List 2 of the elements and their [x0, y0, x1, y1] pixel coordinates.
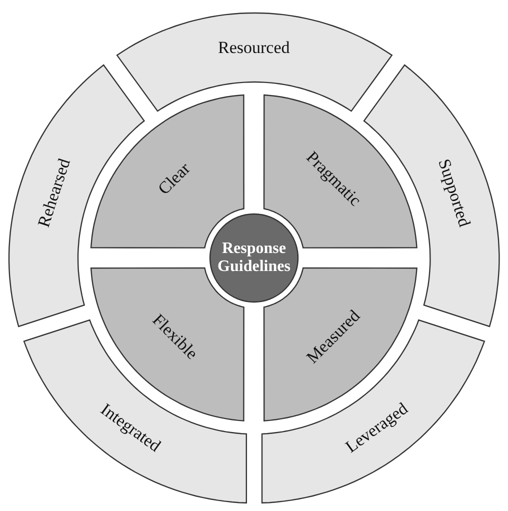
- segment-label: Resourced: [218, 38, 290, 58]
- center-title: Response Guidelines: [216, 240, 292, 276]
